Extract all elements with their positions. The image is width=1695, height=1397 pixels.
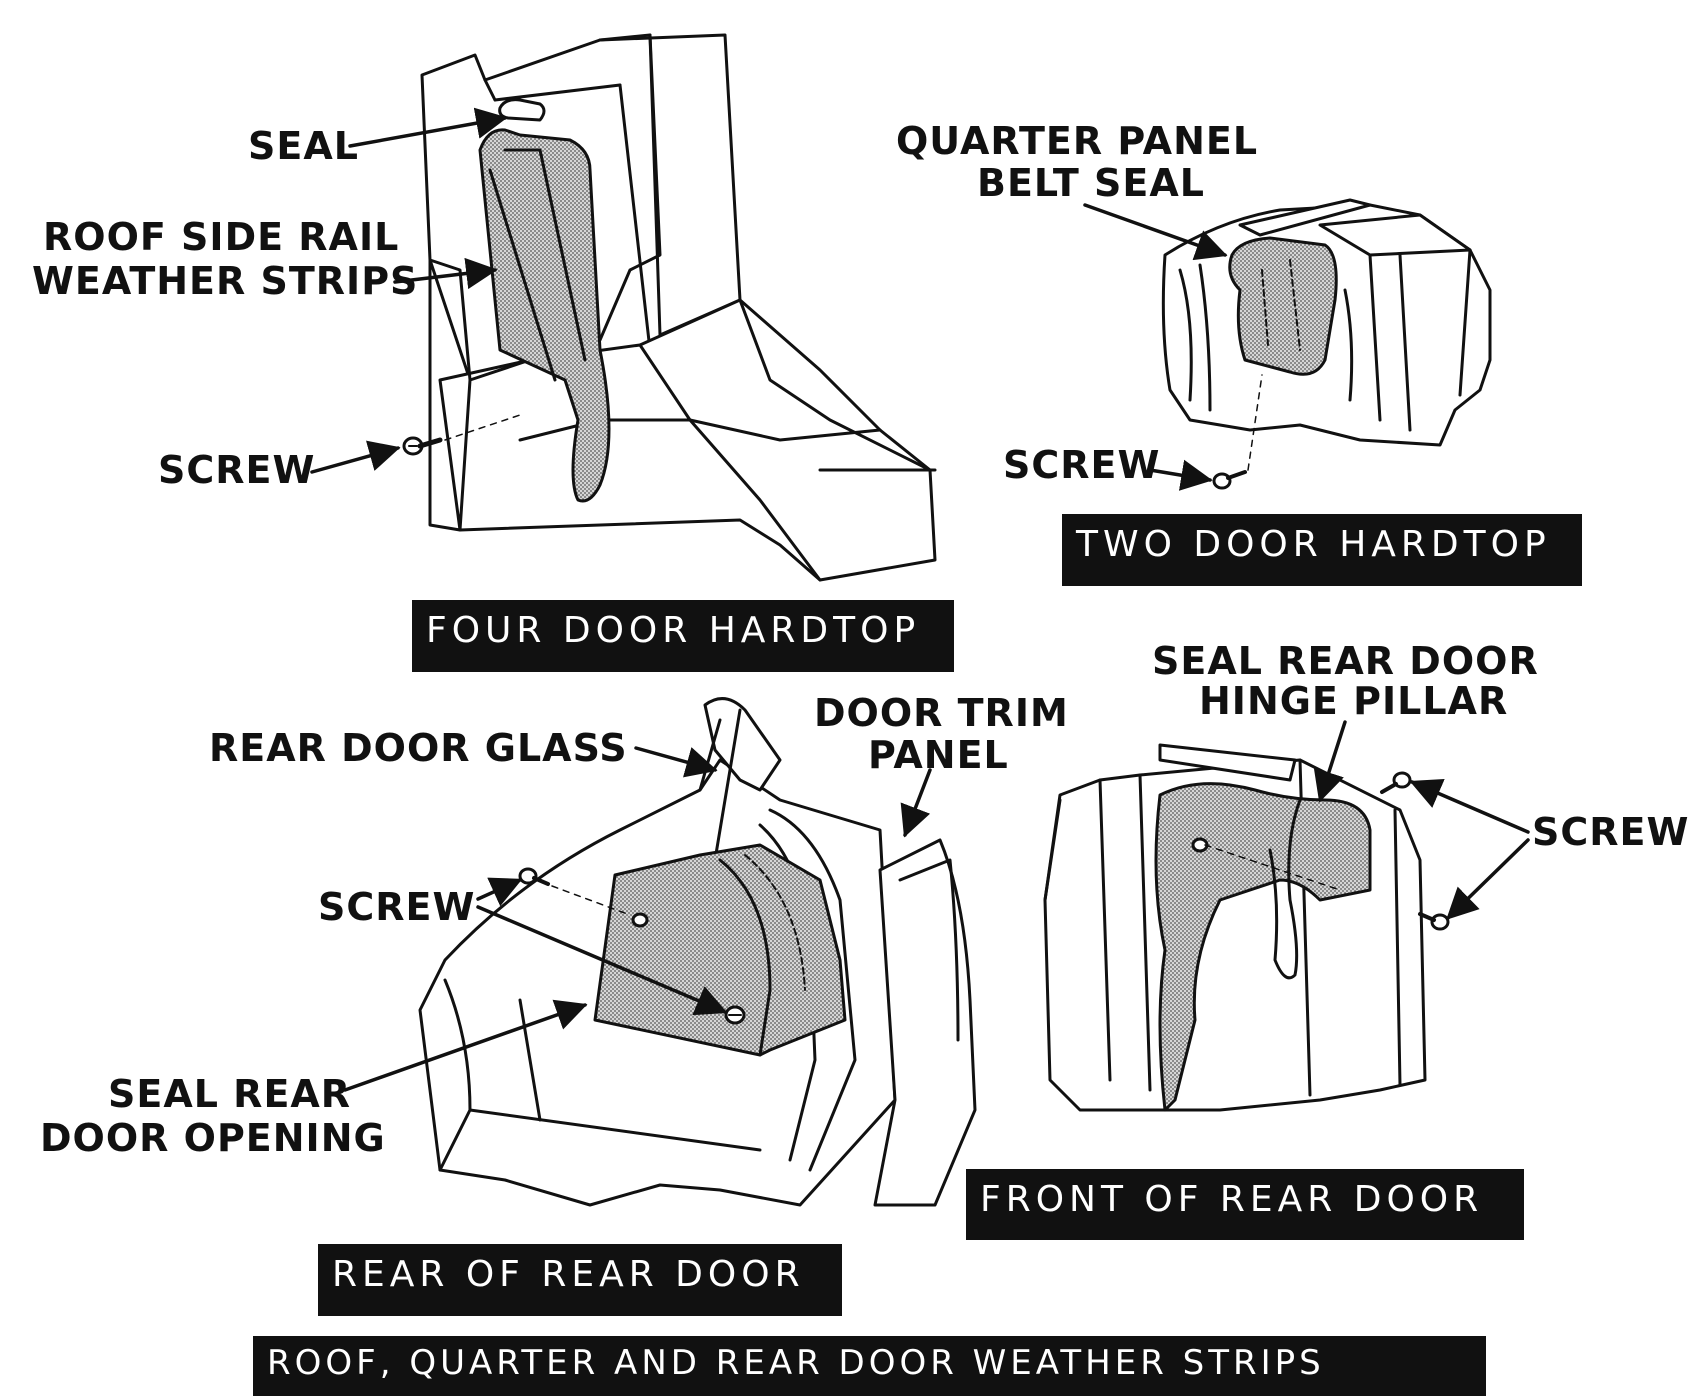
label-roof-side-rail-line1: ROOF SIDE RAIL [43, 215, 400, 259]
four-door-hardtop-drawing [402, 33, 937, 582]
label-screw-two-door: SCREW [1003, 443, 1161, 487]
screw-icon [1418, 912, 1450, 931]
screw-leader-d [1446, 838, 1530, 920]
seal-leader [348, 107, 508, 148]
label-seal-hinge-line2: HINGE PILLAR [1199, 679, 1509, 723]
belt-seal-leader [1083, 203, 1228, 261]
two-door-hardtop-drawing [1161, 198, 1492, 490]
screw-leader [310, 440, 401, 474]
label-door-trim-line1: DOOR TRIM [814, 691, 1069, 735]
label-quarter-panel-line1: QUARTER PANEL [896, 119, 1259, 163]
label-seal: SEAL [248, 124, 359, 168]
label-quarter-panel-line2: BELT SEAL [977, 161, 1205, 205]
glass-leader [634, 746, 718, 778]
trim-panel-leader [900, 768, 932, 838]
screw-leader-a [476, 877, 523, 907]
hinge-seal-leader [1313, 720, 1347, 803]
caption-rear-of-rear-door: REAR OF REAR DOOR [318, 1244, 842, 1316]
caption-four-door-hardtop: FOUR DOOR HARDTOP [412, 600, 954, 672]
label-roof-side-rail-line2: WEATHER STRIPS [32, 259, 419, 303]
screw-icon [518, 867, 550, 886]
figure-title: ROOF, QUARTER AND REAR DOOR WEATHER STRI… [253, 1336, 1486, 1396]
caption-front-of-rear-door: FRONT OF REAR DOOR [966, 1169, 1524, 1240]
seal-opening-leader [343, 999, 588, 1092]
label-seal-opening-line2: DOOR OPENING [40, 1116, 386, 1160]
leader-arrows [310, 107, 1530, 1092]
screw-leader-b [476, 905, 728, 1016]
caption-two-door-hardtop: TWO DOOR HARDTOP [1062, 514, 1582, 586]
front-of-rear-door-drawing [1043, 743, 1450, 1112]
screw-icon [1212, 470, 1247, 490]
screw-leader-c [1409, 778, 1530, 834]
roof-rail-leader [393, 257, 498, 290]
label-seal-opening-line1: SEAL REAR [108, 1072, 352, 1116]
screw-icon [402, 436, 443, 456]
label-door-trim-line2: PANEL [868, 733, 1009, 777]
label-seal-hinge-line1: SEAL REAR DOOR [1152, 639, 1539, 683]
label-screw-four-door: SCREW [158, 448, 316, 492]
label-rear-door-glass: REAR DOOR GLASS [209, 726, 628, 770]
two-door-screw-leader [1148, 459, 1213, 491]
label-screw-rear-of-door: SCREW [318, 885, 476, 929]
screw-icon [1380, 771, 1412, 794]
label-screw-front-of-door: SCREW [1532, 810, 1690, 854]
